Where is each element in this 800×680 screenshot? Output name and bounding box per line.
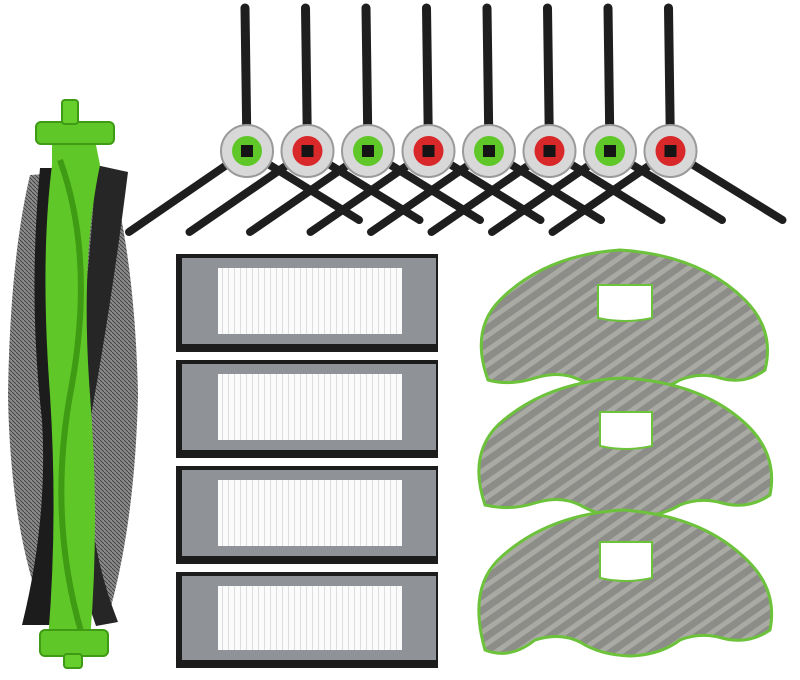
hepa-filter-icon: [218, 480, 402, 546]
side-brush-socket: [543, 145, 556, 157]
roller-bottom-pin: [63, 653, 83, 669]
side-brush-row: [125, 3, 787, 236]
mop-pad-stack: [477, 248, 774, 658]
hepa-filter-icon: [218, 374, 402, 440]
mop-pad-icon: [477, 508, 774, 658]
roller-bottom-cap: [39, 629, 109, 657]
side-brush: [548, 3, 787, 236]
mop-pad-hole: [599, 411, 653, 450]
side-brush: [185, 3, 424, 236]
side-brush-socket: [422, 145, 435, 157]
mop-pad-hole: [599, 541, 653, 582]
roller-top-cap: [35, 121, 115, 145]
mop-pad-hole: [597, 284, 653, 322]
hepa-filter-icon: [218, 268, 402, 334]
hepa-filter: [176, 572, 438, 668]
side-brush-socket: [301, 145, 314, 157]
hepa-filter: [176, 360, 438, 458]
side-brush-socket: [664, 145, 677, 157]
hepa-filter: [176, 254, 438, 352]
roller-brush: [8, 99, 138, 669]
side-brush-socket: [483, 145, 495, 157]
hepa-filter-icon: [218, 586, 402, 650]
mop-pad: [479, 248, 769, 394]
roller-core-spiral: [57, 158, 85, 636]
mop-pad: [477, 508, 774, 658]
side-brush: [246, 3, 484, 236]
side-brush: [488, 3, 726, 236]
side-brush: [427, 3, 666, 236]
roller-top-pin: [61, 99, 79, 125]
hepa-filter: [176, 466, 438, 564]
side-brush-socket: [604, 145, 616, 157]
side-brush-socket: [241, 145, 253, 157]
mop-pad: [477, 376, 774, 519]
side-brush-socket: [362, 145, 374, 157]
roller-brush-icon: [8, 99, 138, 669]
side-brush: [125, 3, 363, 236]
hepa-filter-stack: [176, 254, 438, 668]
